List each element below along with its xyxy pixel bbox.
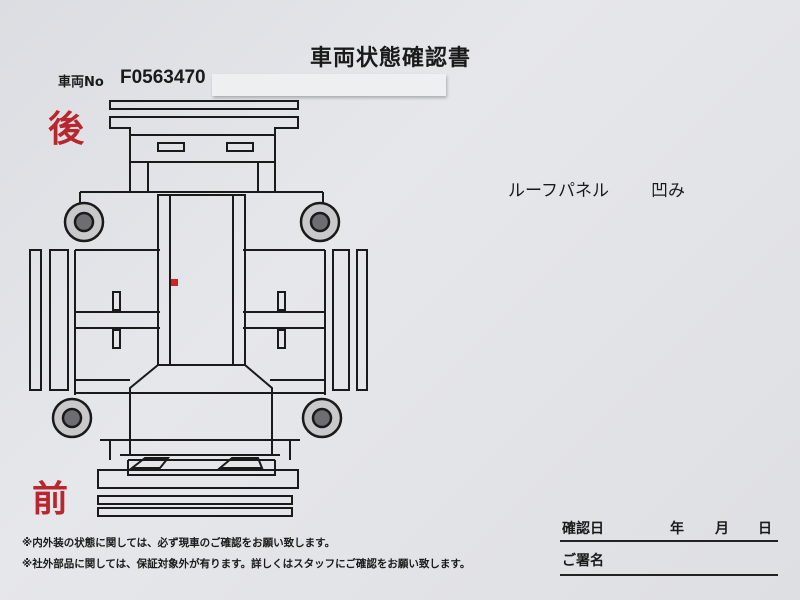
redaction-sticker [212, 74, 446, 96]
car-number-value: F0563470 [120, 67, 206, 88]
car-body [74, 191, 326, 476]
damage-type: 凹み [650, 181, 685, 201]
wheels [51, 201, 343, 439]
signature-field[interactable]: ご署名 [560, 550, 778, 576]
document-title: 車両状態確認書 [310, 46, 472, 71]
damage-marker [171, 279, 178, 286]
date-label: 確認日 [562, 521, 604, 537]
rear-label: 後 [48, 109, 85, 150]
note-2: ※社外部品に関しては、保証対象外が有ります。詳しくはスタッフにご確認をお願い致し… [22, 558, 471, 570]
signature-label: ご署名 [562, 553, 604, 569]
confirm-date-field[interactable]: 確認日 年 月 日 [560, 518, 778, 542]
front-label: 前 [32, 479, 69, 520]
damage-part: ルーフパネル [508, 181, 609, 201]
rear-bumper [109, 100, 299, 136]
damage-entry: ルーフパネル 凹み [508, 176, 727, 201]
note-1: ※内外装の状態に関しては、必ず現車のご確認をお願い致します。 [22, 537, 336, 549]
month-label: 月 [715, 521, 729, 537]
side-panels [29, 249, 368, 391]
front-bumper [97, 469, 299, 517]
year-label: 年 [670, 521, 684, 537]
day-label: 日 [758, 521, 772, 537]
rear-panel [129, 135, 276, 192]
car-number-label: 車両No [58, 75, 104, 90]
